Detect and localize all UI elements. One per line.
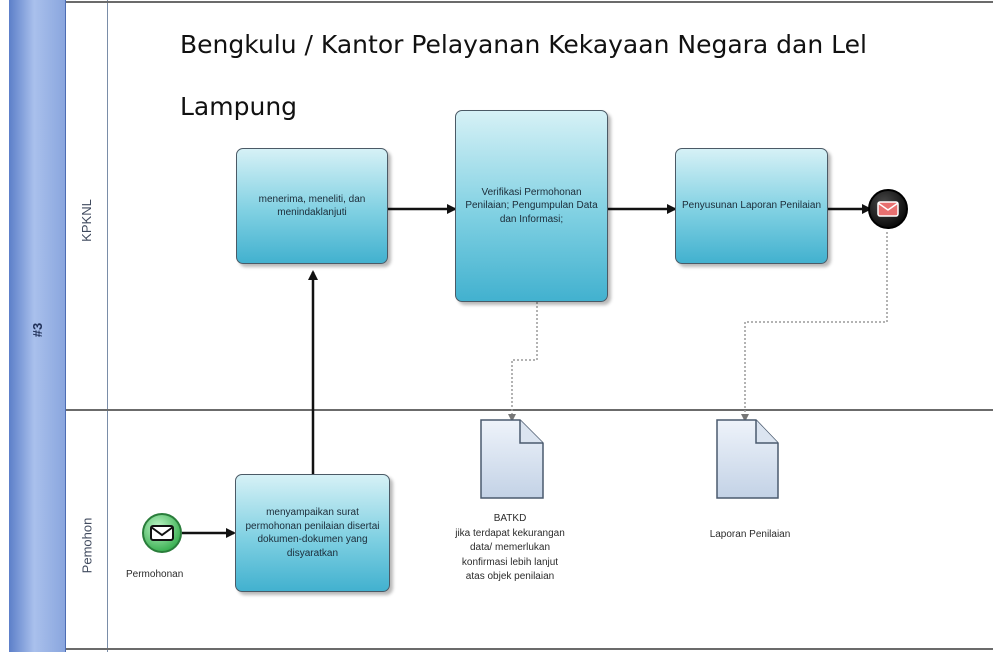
lane-header-pemohon: [66, 410, 107, 652]
task-verifikasi-label: Verifikasi Permohonan Penilaian; Pengump…: [465, 186, 598, 225]
task-penyusunan-laporan-label: Penyusunan Laporan Penilaian: [682, 200, 821, 212]
task-menerima[interactable]: menerima, meneliti, dan menindaklanjuti: [236, 148, 388, 264]
task-penyusunan-laporan[interactable]: Penyusunan Laporan Penilaian: [675, 148, 828, 264]
document-batkd-title: BATKD: [493, 513, 527, 524]
task-menerima-label: menerima, meneliti, dan menindaklanjuti: [258, 193, 366, 219]
start-event-label: Permohonan: [126, 569, 184, 580]
lane-divider: [66, 409, 993, 411]
end-message-event[interactable]: [868, 189, 908, 229]
document-batkd-label: BATKD jika terdapat kekurangan data/ mem…: [435, 512, 585, 585]
document-laporan-label: Laporan Penilaian: [709, 529, 791, 540]
page-title-line-1: Bengkulu / Kantor Pelayanan Kekayaan Neg…: [180, 30, 867, 59]
pool-bottom-border: [66, 648, 993, 650]
association-task2-doc1: [508, 302, 538, 422]
page-title-line-2: Lampung: [180, 92, 298, 121]
pool-bar: [9, 0, 66, 652]
envelope-icon: [877, 201, 899, 217]
start-message-event[interactable]: [142, 513, 182, 553]
document-laporan-penilaian[interactable]: [716, 419, 779, 499]
task-menyampaikan-surat[interactable]: menyampaikan surat permohonan penilaian …: [235, 474, 390, 592]
pool-top-border: [66, 1, 993, 3]
document-batkd[interactable]: [480, 419, 544, 499]
lane-header-divider: [107, 0, 108, 652]
document-batkd-note: jika terdapat kekurangan data/ memerluka…: [455, 527, 565, 583]
envelope-icon: [150, 525, 174, 541]
task-menyampaikan-surat-label: menyampaikan surat permohonan penilaian …: [245, 507, 380, 559]
association-end-doc2: [741, 232, 888, 422]
lane-header-kpknl: [66, 0, 107, 409]
task-verifikasi[interactable]: Verifikasi Permohonan Penilaian; Pengump…: [455, 110, 608, 302]
